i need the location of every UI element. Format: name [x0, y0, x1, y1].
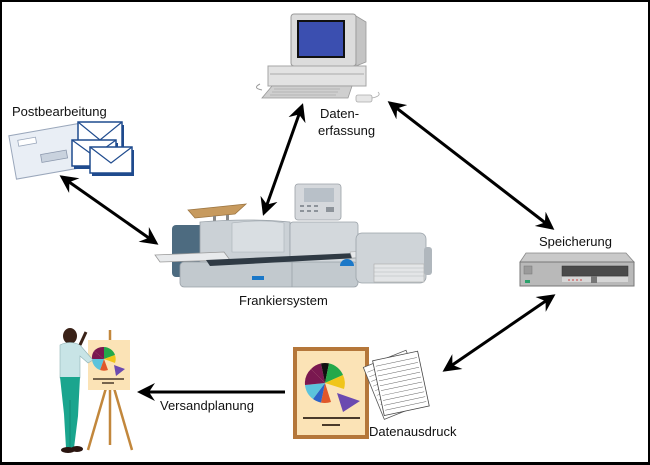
- pie-chart-poster-icon: [293, 347, 369, 439]
- label-datenerfassung-line1: Daten-: [320, 106, 360, 121]
- arrow-datenerfassung-speicherung: [387, 101, 555, 230]
- arrow-postbearbeitung-frankiersystem: [59, 175, 159, 245]
- label-versandplanung: Versandplanung: [160, 398, 254, 413]
- label-postbearbeitung: Postbearbeitung: [12, 104, 107, 119]
- label-speicherung: Speicherung: [539, 234, 612, 249]
- arrow-speicherung-datenausdruck: [442, 294, 556, 372]
- computer-icon: [256, 13, 380, 103]
- presenter-easel-icon: [59, 328, 134, 453]
- envelopes-icon: [8, 121, 134, 180]
- label-datenerfassung-line2: erfassung: [318, 123, 376, 138]
- arrow-frankiersystem-datenerfassung: [260, 103, 306, 216]
- label-datenausdruck: Datenausdruck: [369, 424, 457, 439]
- label-frankiersystem: Frankiersystem: [239, 293, 328, 308]
- printout-pages-icon: [362, 349, 430, 420]
- franking-machine-icon: [154, 183, 432, 288]
- storage-drive-icon: [519, 252, 635, 287]
